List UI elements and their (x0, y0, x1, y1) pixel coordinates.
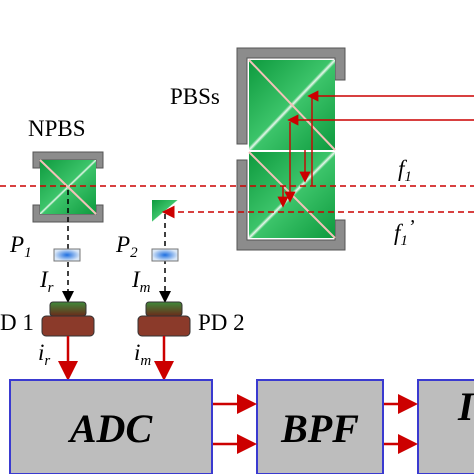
npbs-label: NPBS (28, 116, 86, 141)
f1-prime-label: f1’ (394, 216, 415, 249)
polarizer-p2 (151, 248, 179, 262)
npbs-assembly (32, 151, 104, 223)
photodetector-pd1 (41, 301, 95, 337)
third-block (417, 379, 474, 474)
photodetector-pd2 (137, 301, 191, 337)
ir-small-label: ir (38, 340, 50, 369)
im-small-label: im (134, 340, 151, 369)
p1-label: P1 (9, 232, 32, 261)
polarizer-p1 (53, 248, 81, 262)
bpf-block (256, 379, 384, 474)
adc-block (9, 379, 213, 474)
pd2-label: PD 2 (198, 310, 245, 335)
pbs-assembly (236, 47, 346, 251)
f1-label: f1 (398, 156, 412, 185)
third-block-label: I (457, 384, 474, 429)
bpf-label: BPF (280, 406, 359, 451)
pd1-label: D 1 (0, 310, 34, 335)
beams (0, 90, 474, 303)
im-label: Im (131, 267, 151, 296)
p2-label: P2 (115, 232, 138, 261)
pbss-label: PBSs (170, 84, 220, 109)
adc-label: ADC (67, 406, 154, 451)
ir-label: Ir (39, 267, 54, 296)
